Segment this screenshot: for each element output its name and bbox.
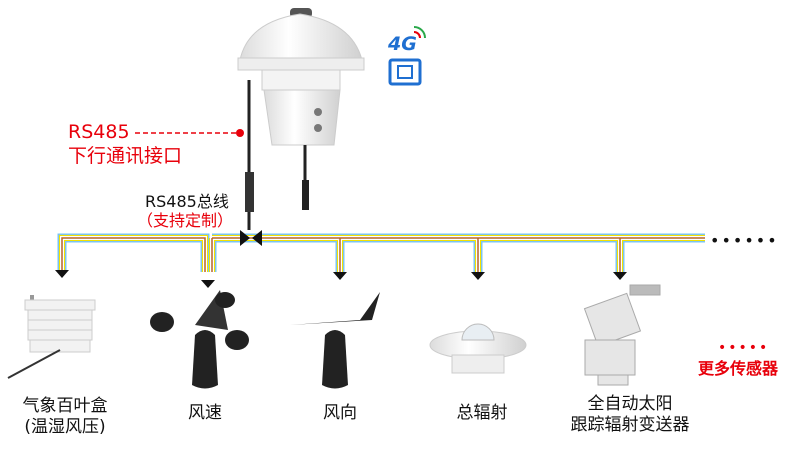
louver-box-device (7, 295, 96, 379)
radiation-device (429, 323, 527, 374)
interface-label: RS485 (68, 121, 130, 143)
sensor-label-louver: 气象百叶盒(温湿风压) (22, 396, 108, 437)
sun-tracker-device (583, 284, 661, 386)
interface-desc: 下行通讯接口 (68, 145, 183, 167)
hub-cable (245, 80, 309, 230)
sensor-label-wind-speed: 风速 (188, 403, 222, 423)
hub-device (237, 8, 365, 146)
more-sensors-dots: ••••• (718, 340, 770, 356)
signal-icon (413, 26, 426, 39)
sensor-label-wind-direction: 风向 (323, 403, 357, 423)
arrow-down-icons (55, 270, 627, 288)
wind-direction-device (290, 292, 380, 389)
network-4g-label: 4G (388, 33, 417, 55)
sensor-label-sun-tracker: 全自动太阳跟踪辐射变送器 (570, 394, 690, 435)
bus-note: （支持定制） (137, 211, 234, 230)
ethernet-icon (388, 58, 422, 86)
bus-continuation-dots: •••••• (710, 231, 779, 250)
wind-speed-device (150, 290, 249, 389)
sensor-label-radiation: 总辐射 (456, 403, 508, 423)
rs485-bus (57, 233, 705, 272)
bus-label: RS485总线 (145, 192, 229, 211)
bus-connector-icon (240, 230, 262, 246)
more-sensors-label: 更多传感器 (698, 359, 779, 378)
